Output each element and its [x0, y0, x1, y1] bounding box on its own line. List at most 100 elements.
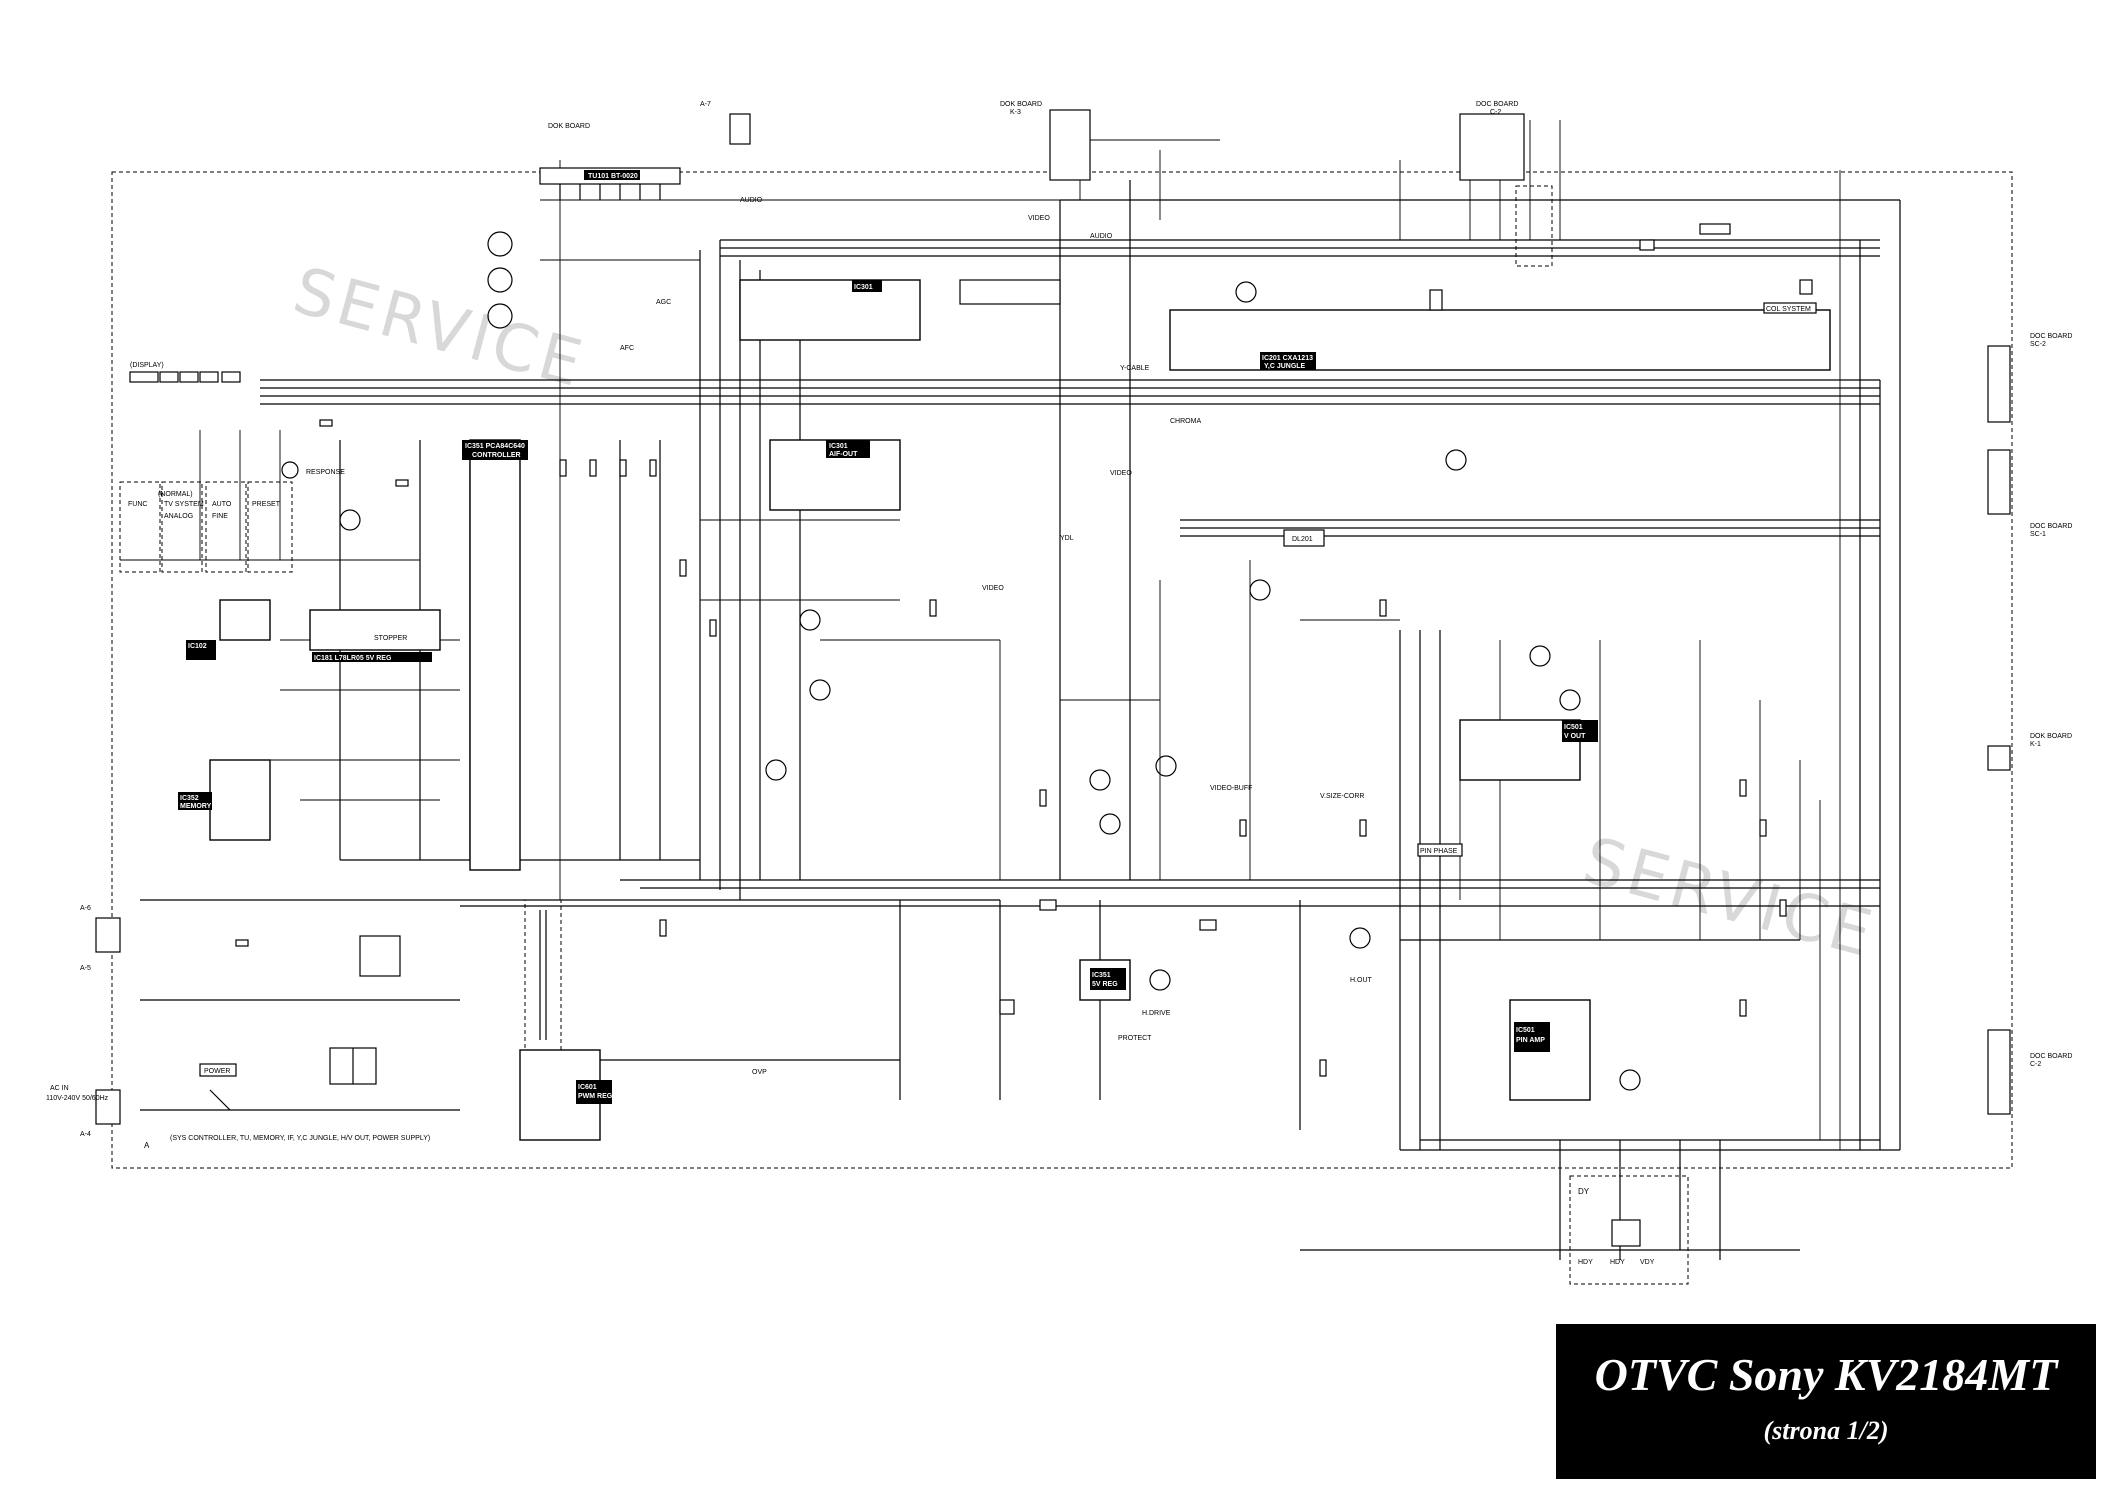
y-cable-label: Y-CABLE	[1120, 365, 1150, 372]
svg-text:SC-1: SC-1	[2030, 531, 2046, 538]
svg-text:DOK BOARD: DOK BOARD	[2030, 733, 2072, 740]
transistor-symbols	[281, 231, 1641, 1091]
audio-label-2: AUDIO	[1090, 233, 1113, 240]
svg-text:IC181 L78LR05 5V REG: IC181 L78LR05 5V REG	[314, 655, 392, 662]
tv-system-label: TV SYSTEM	[164, 501, 204, 508]
hdy-label: HDY	[1578, 1259, 1593, 1266]
dy-label: DY	[1578, 1187, 1590, 1196]
ic352-memory: IC352 MEMORY	[178, 759, 271, 841]
chroma-label: CHROMA	[1170, 418, 1201, 425]
hdy-label-2: HDY	[1610, 1259, 1625, 1266]
svg-text:Y,C JUNGLE: Y,C JUNGLE	[1264, 363, 1306, 370]
col-system-label: COL SYSTEM	[1766, 306, 1811, 313]
svg-text:AIF-OUT: AIF-OUT	[829, 451, 858, 458]
func-label: FUNC	[128, 501, 147, 508]
svg-text:MEMORY: MEMORY	[180, 803, 212, 810]
power-switch: POWER	[199, 1063, 237, 1111]
display-label: (DISPLAY)	[130, 362, 164, 369]
ic-pin-amp: IC501 PIN AMP	[1509, 999, 1591, 1101]
transformer-t602	[524, 899, 562, 1051]
ic181-regulator: IC181 L78LR05 5V REG IC102	[186, 599, 441, 662]
auto-label: AUTO	[212, 501, 232, 508]
svg-text:DOC BOARD: DOC BOARD	[2030, 1053, 2072, 1060]
stopper-label: STOPPER	[374, 635, 407, 642]
afc-label: AFC	[620, 345, 634, 352]
ic301-aif: IC301 AIF-OUT IC301	[739, 279, 921, 511]
svg-text:IC301: IC301	[854, 284, 873, 291]
wiring-buses	[140, 180, 1901, 1260]
title-main: OTVC Sony KV2184MT	[1594, 1349, 2058, 1400]
connectors-top: DOK BOARD K-3 DOC BOARD C-2 A-7	[700, 101, 1525, 181]
svg-text:DOC BOARD: DOC BOARD	[2030, 523, 2072, 530]
agc-label: AGC	[656, 299, 671, 306]
connectors-right: DOC BOARD SC-2 DOC BOARD SC-1 DOK BOARD …	[1987, 333, 2072, 1115]
svg-text:C-2: C-2	[2030, 1061, 2041, 1068]
preset-label: PRESET	[252, 501, 281, 508]
svg-text:K-3: K-3	[1010, 109, 1021, 116]
svg-text:A-4: A-4	[80, 1131, 91, 1138]
ic501-vout: IC501 V OUT	[1459, 719, 1598, 781]
svg-text:SC-2: SC-2	[2030, 341, 2046, 348]
svg-text:V OUT: V OUT	[1564, 733, 1586, 740]
deflection-yoke: DY HDY HDY VDY	[1569, 1175, 1689, 1285]
dl201-label: DL201	[1292, 536, 1313, 543]
svg-text:A-6: A-6	[80, 905, 91, 912]
response-label: RESPONSE	[306, 469, 345, 476]
h-drive-label: H.DRIVE	[1142, 1010, 1171, 1017]
ic-5v-reg: IC351 5V REG	[1079, 959, 1131, 1001]
svg-text:IC201 CXA1213: IC201 CXA1213	[1262, 355, 1313, 362]
svg-text:IC301: IC301	[829, 443, 848, 450]
svg-text:IC102: IC102	[188, 643, 207, 650]
title-sub: (strona 1/2)	[1763, 1416, 1889, 1445]
svg-text:CONTROLLER: CONTROLLER	[472, 452, 521, 459]
protect-label: PROTECT	[1118, 1035, 1152, 1042]
video-label-3: VIDEO	[1110, 470, 1132, 477]
ac-in-label: AC IN	[50, 1085, 69, 1092]
h-out-label: H.OUT	[1350, 977, 1373, 984]
svg-text:TU101 BT-0020: TU101 BT-0020	[588, 173, 638, 180]
svg-text:K-1: K-1	[2030, 741, 2041, 748]
board-frame	[111, 171, 2013, 1169]
misc-labels: COL SYSTEM AUDIO AUDIO VIDEO VIDEO VIDEO…	[306, 197, 1817, 1076]
svg-text:5V REG: 5V REG	[1092, 981, 1118, 988]
watermark-right: SERVICE	[1576, 824, 1883, 973]
svg-text:IC351: IC351	[1092, 972, 1111, 979]
transformer-t601	[329, 1047, 377, 1085]
ic351-controller: IC351 PCA84C640 CONTROLLER	[462, 439, 528, 871]
svg-text:IC601: IC601	[578, 1084, 597, 1091]
ic601-pwm-reg: IC601 PWM REG	[519, 1049, 613, 1141]
components	[235, 185, 1813, 1077]
front-panel-keys: (DISPLAY) (NORMAL) FUNC TV SYSTEM AUTO P…	[119, 362, 293, 573]
ac-spec-label: 110V-240V 50/60Hz	[46, 1095, 109, 1102]
video-buff-label: VIDEO-BUFF	[1210, 785, 1252, 792]
svg-text:A-7: A-7	[700, 101, 711, 108]
audio-label-1: AUDIO	[740, 197, 763, 204]
svg-text:PWM REG: PWM REG	[578, 1093, 613, 1100]
pin-phase-label: PIN PHASE	[1420, 848, 1458, 855]
tuner-tu101: TU101 BT-0020 DOK BOARD	[539, 123, 681, 200]
svg-text:IC352: IC352	[180, 795, 199, 802]
title-block: OTVC Sony KV2184MT (strona 1/2)	[1556, 1324, 2096, 1479]
video-label-2: VIDEO	[982, 585, 1004, 592]
ovp-label: OVP	[752, 1069, 767, 1076]
vdy-label: VDY	[1640, 1259, 1655, 1266]
svg-text:IC351 PCA84C640: IC351 PCA84C640	[465, 443, 525, 450]
svg-text:DOC BOARD: DOC BOARD	[1476, 101, 1518, 108]
svg-text:C-2: C-2	[1490, 109, 1501, 116]
svg-text:DOK BOARD: DOK BOARD	[1000, 101, 1042, 108]
fine-label: FINE	[212, 513, 228, 520]
analog-label: ANALOG	[164, 513, 193, 520]
board-label: A	[144, 1141, 150, 1150]
svg-text:IC501: IC501	[1564, 724, 1583, 731]
svg-text:DOC BOARD: DOC BOARD	[2030, 333, 2072, 340]
ydl-label: YDL	[1060, 535, 1074, 542]
power-label: POWER	[204, 1068, 230, 1075]
v-size-corr-label: V.SIZE-CORR	[1320, 793, 1364, 800]
svg-text:PIN AMP: PIN AMP	[1516, 1037, 1545, 1044]
board-note: (SYS CONTROLLER, TU, MEMORY, IF, Y,C JUN…	[170, 1135, 430, 1142]
connectors-left: A-6 A-5 AC IN 110V-240V 50/60Hz A-4	[46, 905, 121, 1138]
svg-text:DOK BOARD: DOK BOARD	[548, 123, 590, 130]
ic201-yc-jungle: IC201 CXA1213 Y,C JUNGLE	[959, 279, 1831, 371]
svg-text:IC501: IC501	[1516, 1027, 1535, 1034]
